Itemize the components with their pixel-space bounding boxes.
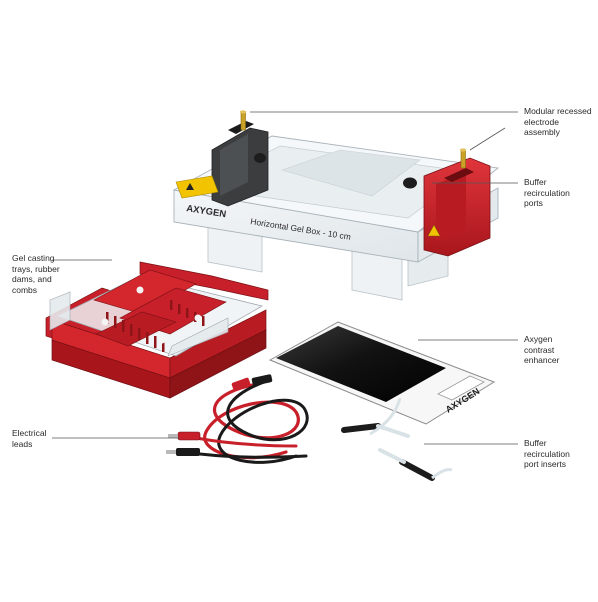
gel-box: AXYGEN Horizontal Gel Box - 10 cm bbox=[172, 110, 500, 301]
leader-lines bbox=[52, 111, 518, 445]
callout-contrast-enhancer: Axygen contrast enhancer bbox=[524, 334, 560, 365]
callout-modular-electrode: Modular recessed electrode assembly bbox=[524, 106, 592, 137]
callout-buffer-ports: Buffer recirculation ports bbox=[524, 177, 570, 208]
electrical-leads bbox=[166, 374, 309, 464]
gel-casting-trays bbox=[45, 261, 269, 399]
port-inserts bbox=[341, 397, 453, 481]
leader-electrode-right bbox=[469, 127, 506, 151]
callout-port-inserts: Buffer recirculation port inserts bbox=[524, 438, 570, 469]
callout-gel-casting: Gel casting trays, rubber dams, and comb… bbox=[12, 253, 60, 295]
callout-electrical-leads: Electrical leads bbox=[12, 428, 47, 449]
